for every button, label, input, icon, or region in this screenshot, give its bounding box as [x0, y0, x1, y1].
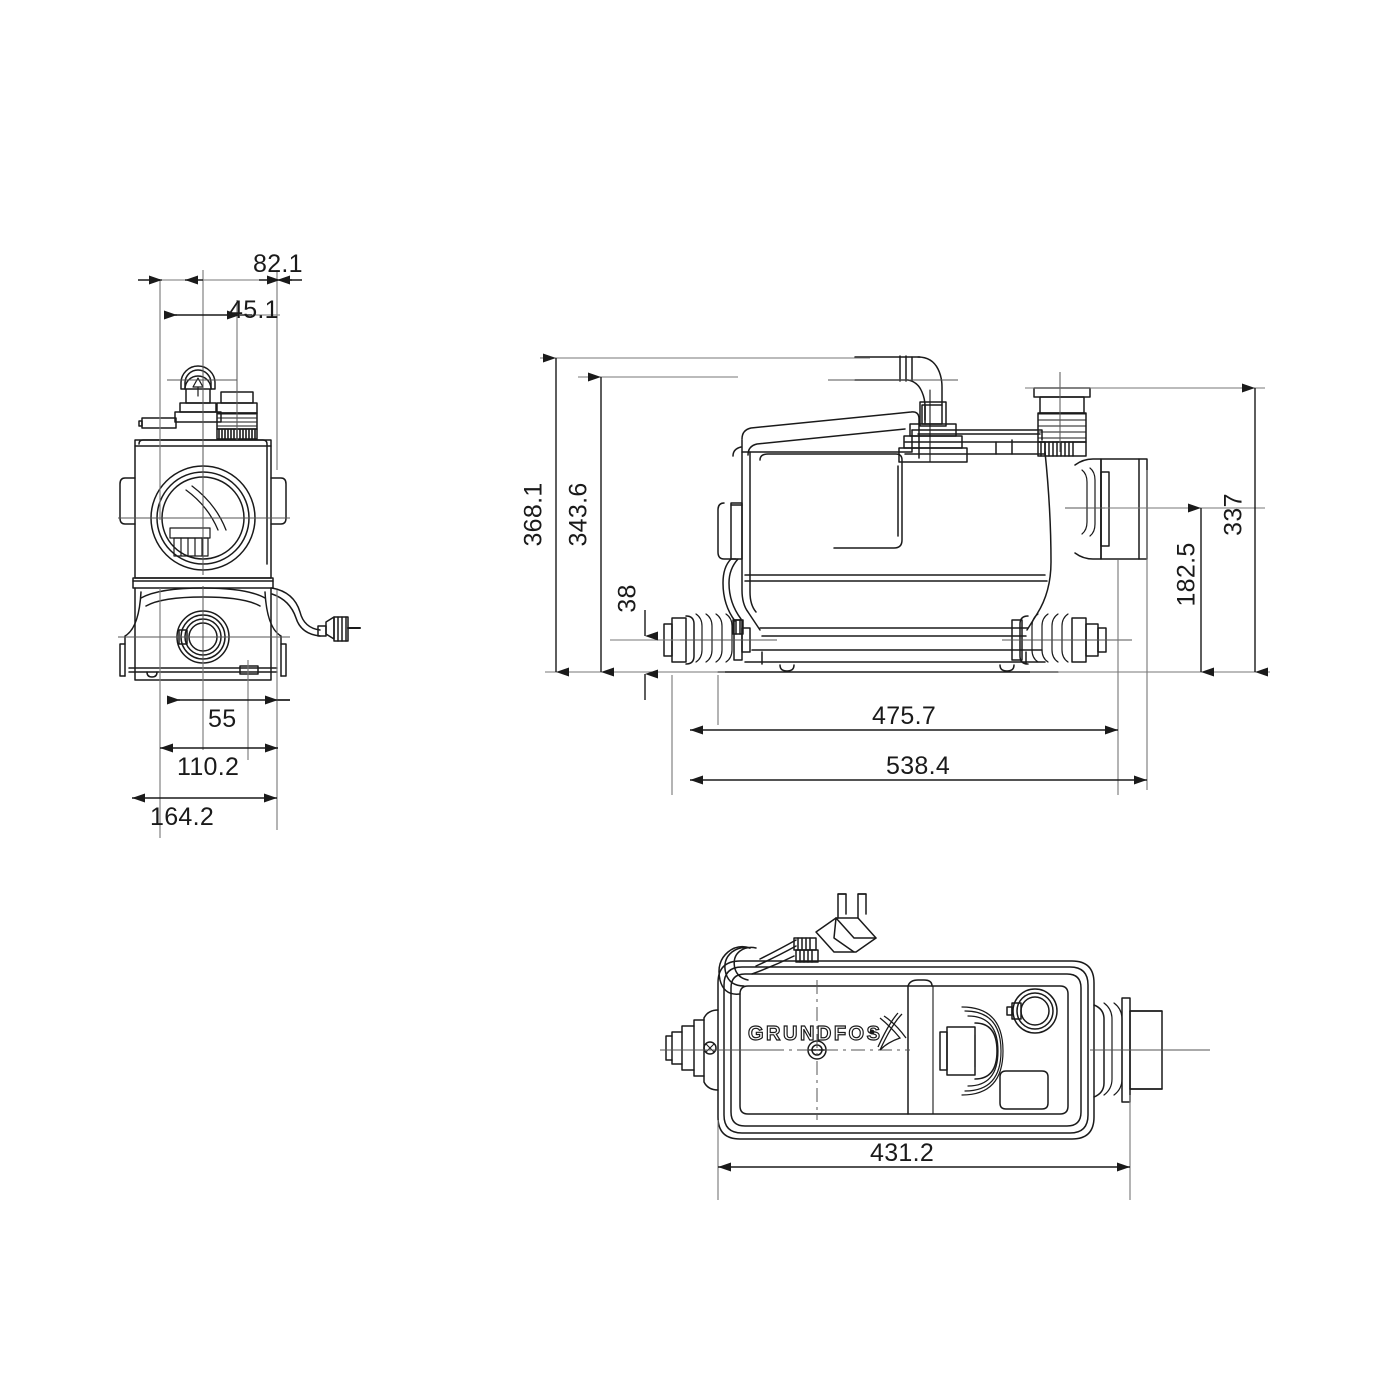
dim-368-1: 368.1	[519, 482, 548, 547]
dim-431-2: 431.2	[870, 1139, 935, 1167]
center-view-geometry	[663, 355, 1148, 673]
dim-110-2: 110.2	[177, 753, 240, 781]
bottom-view-geometry	[665, 893, 1163, 1140]
dim-38: 38	[613, 584, 642, 613]
dim-164-2: 164.2	[150, 803, 215, 831]
dim-182-5: 182.5	[1172, 542, 1201, 607]
dim-343-6: 343.6	[564, 482, 593, 547]
left-view-geometry	[119, 365, 361, 681]
x-mark-icon	[877, 1012, 907, 1051]
dim-538-4: 538.4	[886, 752, 951, 780]
dimension-lines	[132, 275, 1268, 1172]
dim-55: 55	[208, 705, 237, 733]
dim-82-1: 82.1	[253, 250, 303, 278]
dim-45-1: 45.1	[229, 296, 279, 324]
grundfos-logo: GRUNDFOS	[747, 1012, 907, 1051]
extension-lines	[159, 270, 1270, 1200]
dim-475-7: 475.7	[872, 702, 937, 730]
svg-text:GRUNDFOS: GRUNDFOS	[748, 1023, 882, 1045]
dim-337: 337	[1219, 493, 1248, 536]
